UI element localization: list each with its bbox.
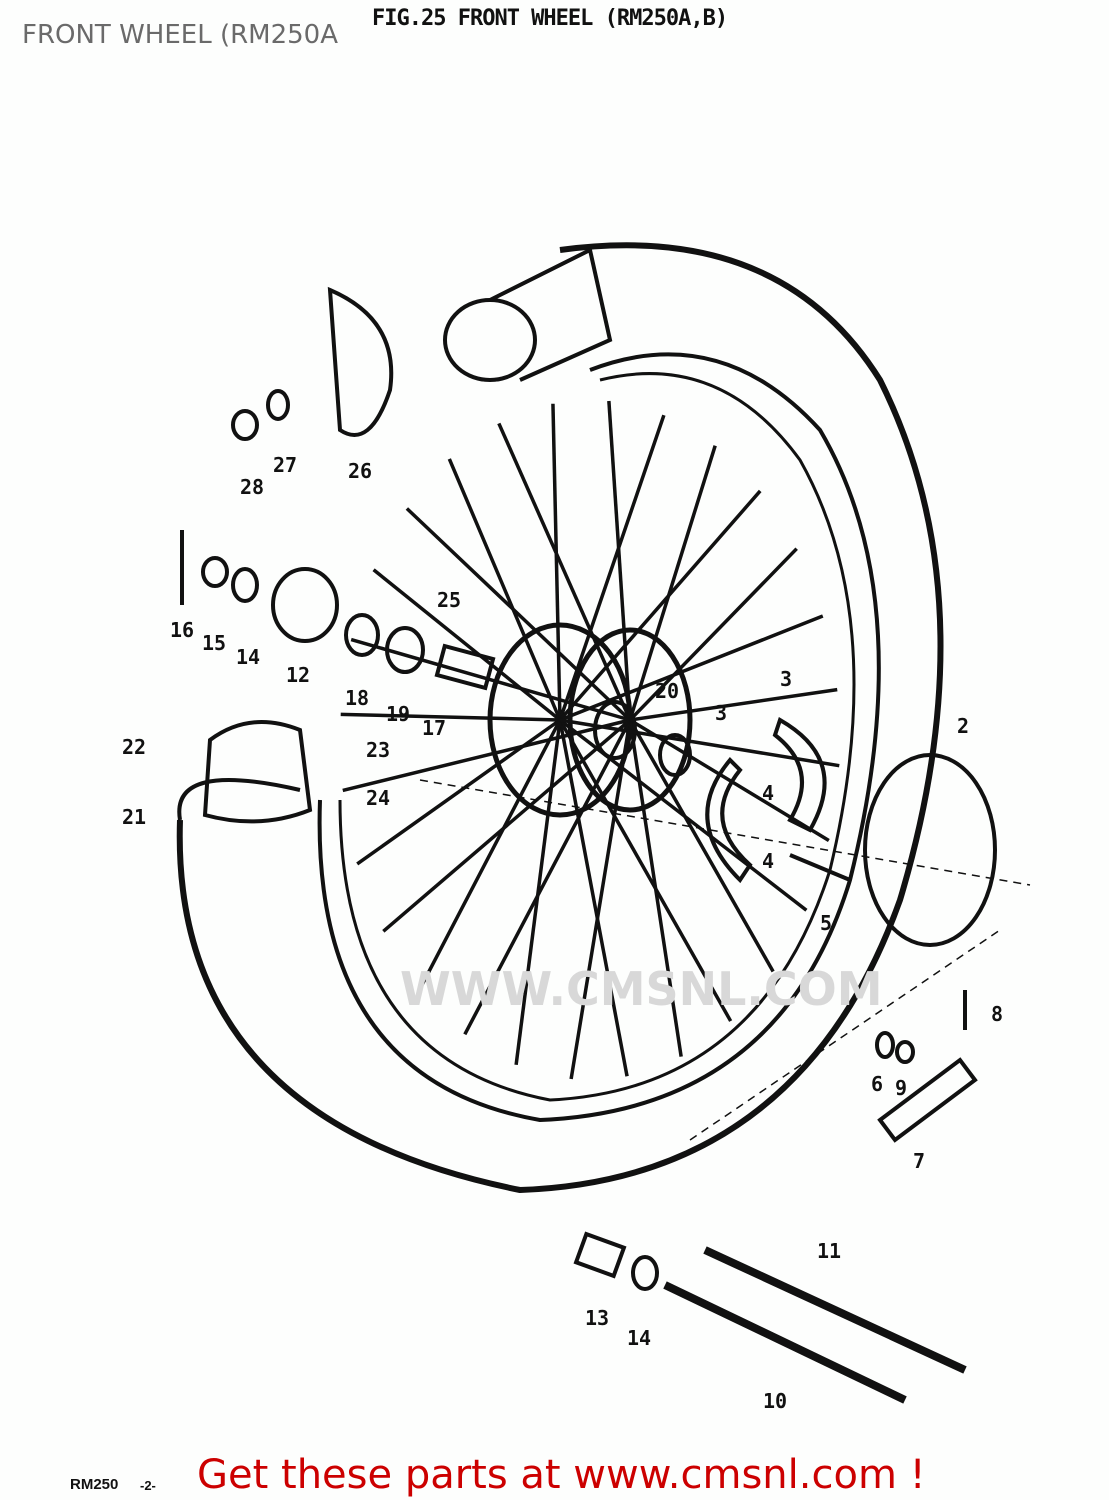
spokes bbox=[340, 400, 840, 1080]
part-number-label: 10 bbox=[763, 1389, 787, 1413]
tire bbox=[176, 242, 944, 1194]
spoke bbox=[628, 719, 775, 973]
brake-shoe bbox=[705, 757, 753, 884]
part-number-label: 14 bbox=[236, 645, 260, 669]
brake-shoe bbox=[772, 717, 827, 833]
part-number-label: 14 bbox=[627, 1326, 651, 1350]
part-number-label: 8 bbox=[991, 1002, 1003, 1026]
part-number-label: 15 bbox=[202, 631, 226, 655]
part-number-label: 3 bbox=[780, 667, 792, 691]
part-number-label: 23 bbox=[366, 738, 390, 762]
part-number-label: 27 bbox=[273, 453, 297, 477]
part-number-label: 22 bbox=[122, 735, 146, 759]
part-number-label: 16 bbox=[170, 618, 194, 642]
spoke bbox=[372, 568, 562, 722]
spoke bbox=[418, 719, 562, 990]
part-number-label: 25 bbox=[437, 588, 461, 612]
part-number-label: 7 bbox=[913, 1149, 925, 1173]
inner-tube bbox=[443, 298, 537, 382]
spoke bbox=[350, 637, 631, 722]
cmsnl-parts-link[interactable]: Get these parts at www.cmsnl.com ! bbox=[197, 1452, 926, 1498]
model-code: RM250 bbox=[70, 1476, 119, 1493]
part-number-label: 4 bbox=[762, 849, 774, 873]
part-number-label: 18 bbox=[345, 686, 369, 710]
part-number-label: 5 bbox=[820, 911, 832, 935]
part-number-label: 11 bbox=[817, 1239, 841, 1263]
part-number-label: 21 bbox=[122, 805, 146, 829]
part-number-label: 20 bbox=[655, 679, 679, 703]
page-number: -2- bbox=[140, 1478, 156, 1493]
spoke bbox=[569, 719, 632, 1080]
spoke bbox=[463, 719, 632, 1036]
part-number-label: 6 bbox=[871, 1072, 883, 1096]
part-number-label: 2 bbox=[957, 714, 969, 738]
spoke bbox=[340, 712, 561, 722]
part-number-label: 12 bbox=[286, 663, 310, 687]
figure-title: FIG.25 FRONT WHEEL (RM250A,B) bbox=[372, 6, 728, 31]
spoke bbox=[628, 719, 683, 1057]
rim bbox=[338, 372, 856, 1102]
brake-panel bbox=[863, 753, 997, 947]
spoke bbox=[558, 719, 629, 1077]
spoke bbox=[559, 614, 824, 722]
part-number-label: 9 bbox=[895, 1076, 907, 1100]
spoke bbox=[629, 687, 838, 722]
part-number-label: 26 bbox=[348, 459, 372, 483]
watermark: WWW.CMSNL.COM bbox=[400, 962, 883, 1016]
spoke bbox=[382, 718, 632, 933]
spoke bbox=[559, 718, 840, 768]
spoke bbox=[342, 718, 631, 793]
spoke bbox=[558, 719, 733, 1022]
spoke bbox=[628, 445, 717, 721]
spoke bbox=[607, 400, 632, 721]
part-number-label: 24 bbox=[366, 786, 390, 810]
page-title: FRONT WHEEL (RM250A bbox=[22, 20, 338, 50]
tire-inner bbox=[317, 352, 881, 1123]
part-number-label: 4 bbox=[762, 781, 774, 805]
part-number-label: 19 bbox=[386, 702, 410, 726]
spoke bbox=[497, 422, 632, 721]
spoke bbox=[551, 403, 562, 721]
part-number-label: 13 bbox=[585, 1306, 609, 1330]
part-number-label: 3 bbox=[715, 701, 727, 725]
spoke bbox=[447, 458, 562, 721]
spoke bbox=[628, 547, 798, 722]
part-number-label: 28 bbox=[240, 475, 264, 499]
part-number-label: 17 bbox=[422, 716, 446, 740]
spoke bbox=[558, 414, 666, 721]
spoke bbox=[558, 489, 762, 722]
